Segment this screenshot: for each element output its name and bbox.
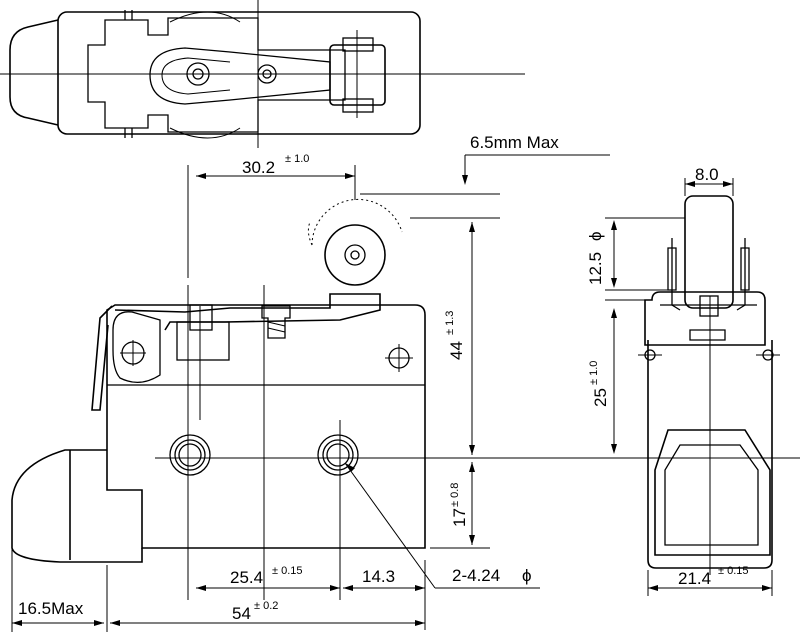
- dim-mount-holes-value: 2-4.24: [452, 566, 500, 585]
- dim-30-2-value: 30.2: [242, 158, 275, 177]
- dim-25-4-value: 25.4: [230, 568, 263, 587]
- dim-boot-value: 16.5Max: [18, 599, 84, 618]
- dim-mount-holes-symbol: ϕ: [522, 566, 532, 585]
- dim-roller-dia-value: 12.5: [586, 252, 605, 285]
- dim-25-tolerance: ± 1.0: [588, 361, 600, 385]
- dim-14-3-value: 14.3: [362, 567, 395, 586]
- dim-17-value: 17: [450, 508, 469, 527]
- dim-44-tolerance: ± 1.3: [444, 311, 456, 335]
- dimension-lines: [11, 154, 773, 632]
- dim-roller-width: 8.0: [695, 165, 719, 184]
- dim-54-value: 54: [232, 604, 251, 623]
- dim-overtravel: 6.5mm Max: [470, 133, 559, 152]
- dim-25-value: 25: [591, 388, 610, 407]
- dim-44-value: 44: [447, 341, 466, 360]
- dim-17-tolerance: ± 0.8: [449, 483, 461, 507]
- dim-21-4-value: 21.4: [678, 569, 711, 588]
- dim-30-2-tolerance: ± 1.0: [285, 153, 309, 165]
- dim-25-4-tolerance: ± 0.15: [272, 565, 303, 577]
- dim-21-4-tolerance: ± 0.15: [718, 565, 749, 577]
- dimension-labels: 30.2 ± 1.0 6.5mm Max 8.0 12.5 ϕ 44 ± 1.3…: [18, 133, 749, 623]
- front-view: [11, 165, 640, 600]
- top-view: [0, 0, 525, 148]
- dim-roller-dia-symbol: ϕ: [586, 231, 605, 241]
- dim-54-tolerance: ± 0.2: [254, 600, 278, 612]
- side-view: [620, 195, 800, 575]
